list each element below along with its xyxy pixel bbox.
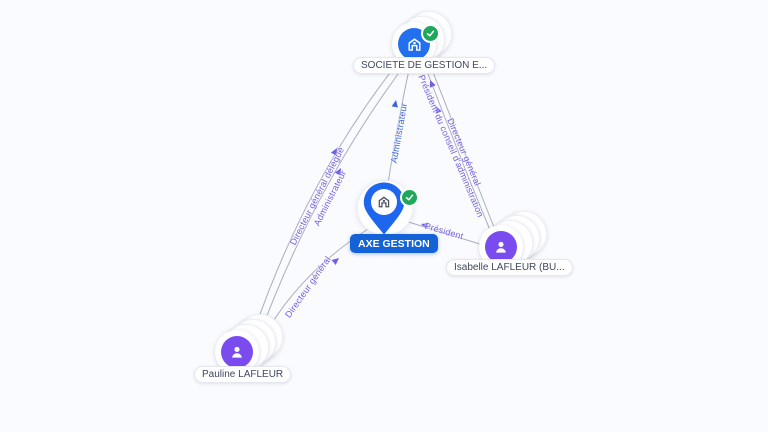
edge-pauline-societe-2 [256,53,414,343]
node-label-isabelle-lafleur[interactable]: Isabelle LAFLEUR (BU... [446,259,573,276]
edge-isabelle-societe-1 [421,57,493,236]
arrow-icon [391,100,398,108]
node-axe-gestion[interactable] [360,181,408,242]
arrow-icon [331,258,339,265]
edge-isabelle-axe [401,219,484,246]
node-label-societe-de-gestion[interactable]: SOCIETE DE GESTION E... [353,57,496,74]
node-label-pauline-lafleur[interactable]: Pauline LAFLEUR [194,366,292,383]
arrow-icon [421,222,429,230]
verified-check-icon [400,188,419,207]
building-icon [378,196,390,208]
person-icon [492,238,510,256]
edge-isabelle-societe-2 [428,61,500,241]
arrow-icon [330,148,337,156]
building-icon [406,36,423,53]
person-icon [228,343,246,361]
arrow-icon [334,168,341,176]
arrow-icon [435,106,442,114]
arrow-icon [429,80,436,88]
verified-check-icon [421,24,440,43]
node-label-axe-gestion[interactable]: AXE GESTION [350,234,438,253]
edge-pauline-societe-1 [251,49,409,338]
